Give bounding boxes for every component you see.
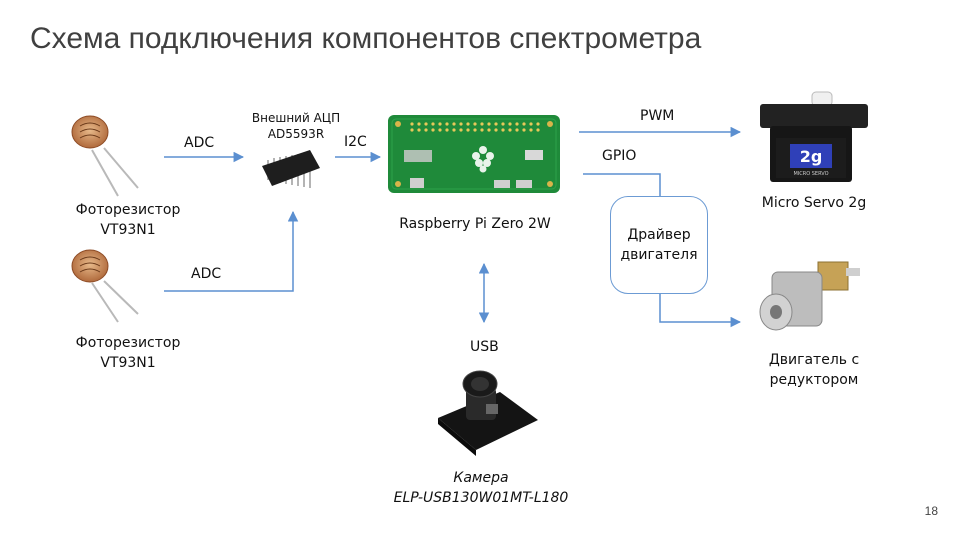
wire-photoresistor-2-to-adc	[164, 210, 299, 292]
servo-label: Micro Servo 2g	[761, 195, 867, 211]
adc-connection-label-1: ADC	[184, 135, 215, 151]
photoresistor-2-label: Фоторезистор VT93N1	[58, 333, 198, 373]
adc-label: Внешний АЦП AD5593R	[236, 110, 356, 142]
pwm-connection-label: PWM	[640, 108, 675, 124]
camera-image	[438, 370, 538, 456]
photoresistor-2-label-line2: VT93N1	[100, 355, 156, 371]
photoresistor-2-image	[71, 249, 139, 323]
camera-label-line2: ELP-USB130W01MT-L180	[393, 490, 569, 506]
photoresistor-1-label-line1: Фоторезистор	[75, 202, 181, 218]
wire-driver-to-motor	[659, 294, 742, 328]
usb-connection-label: USB	[470, 339, 499, 355]
photoresistor-1-label-line2: VT93N1	[100, 222, 156, 238]
adc-connection-label-2: ADC	[191, 266, 222, 282]
raspberry-label: Raspberry Pi Zero 2W	[399, 216, 551, 232]
gpio-connection-label: GPIO	[602, 148, 637, 164]
motor-label-line2: редуктором	[769, 372, 859, 388]
motor-label-line1: Двигатель с	[768, 352, 860, 368]
photoresistor-2-label-line1: Фоторезистор	[75, 335, 181, 351]
servo-badge-subtext: MICRO SERVO	[793, 171, 828, 177]
motor-label: Двигатель с редуктором	[748, 350, 880, 390]
motor-image	[759, 261, 860, 331]
adc-label-line2: AD5593R	[267, 127, 325, 141]
motor-driver-label-line1: Драйвер	[627, 227, 691, 243]
camera-label-line1: Камера	[453, 470, 509, 486]
motor-driver-box: Драйвер двигателя	[610, 196, 708, 294]
raspberry-pi-image	[388, 115, 560, 193]
wire-raspberry-to-driver	[583, 173, 661, 196]
camera-label: Камера ELP-USB130W01MT-L180	[376, 468, 586, 508]
i2c-connection-label: I2C	[344, 134, 367, 150]
photoresistor-1-image	[71, 115, 139, 197]
adc-label-line1: Внешний АЦП	[251, 111, 341, 125]
adc-chip-image	[262, 150, 320, 188]
slide-title: Схема подключения компонентов спектромет…	[30, 22, 702, 55]
page-number: 18	[924, 504, 938, 518]
servo-image: 2g MICRO SERVO	[760, 91, 868, 182]
servo-badge-text: 2g	[800, 147, 823, 166]
photoresistor-1-label: Фоторезистор VT93N1	[58, 200, 198, 240]
motor-driver-label-line2: двигателя	[620, 247, 698, 263]
